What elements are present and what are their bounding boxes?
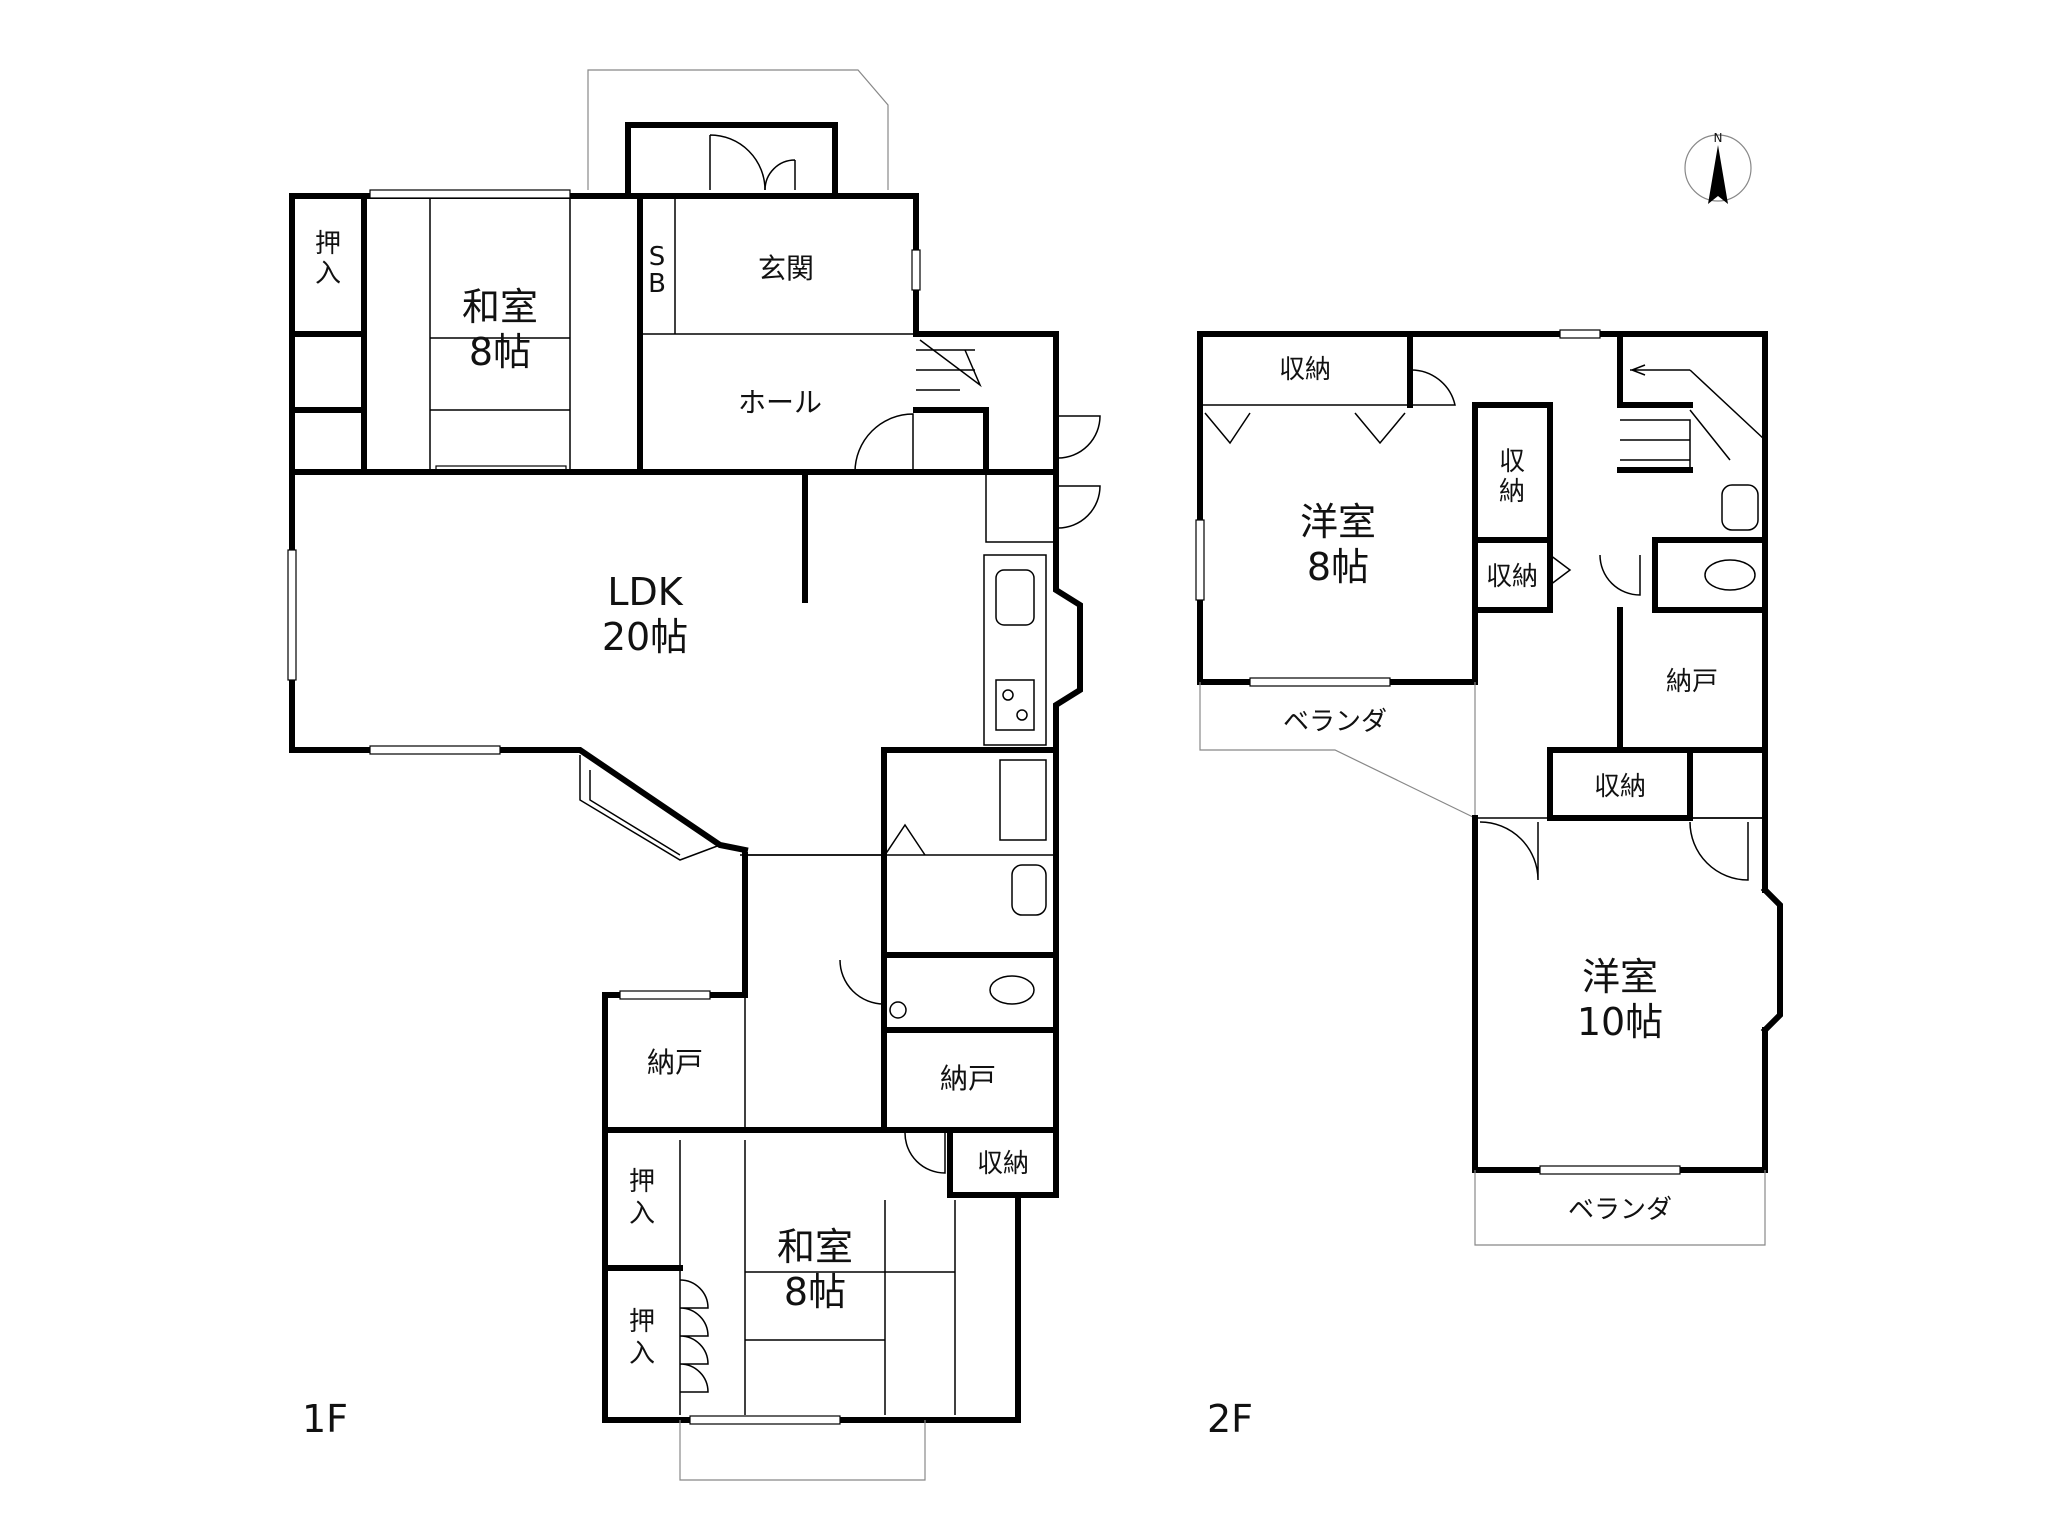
washitsu-n-size: 8帖 [469,330,531,374]
oshiire-s2-2: 入 [629,1339,655,1369]
veranda-s-label: ベランダ [1568,1195,1672,1225]
shuno-s-label: 収納 [977,1149,1029,1179]
washitsu-s-name: 和室 [777,1225,853,1269]
veranda-w-label: ベランダ [1283,707,1387,737]
oshiire-n-1: 押 [315,229,341,259]
shuno-v-2: 納 [1499,477,1525,507]
shuno-v-1: 収 [1499,447,1525,477]
oshiire-s1-2: 入 [629,1199,655,1229]
shuno-mid-label: 収納 [1594,772,1646,802]
nando-e-label: 納戸 [940,1062,996,1095]
ldk-name: LDK [607,570,683,614]
shuno-top-label: 収納 [1279,355,1331,385]
washitsu-s-size: 8帖 [784,1270,846,1314]
floor-2f [1195,329,1783,1246]
compass-label: N [1714,131,1723,145]
washitsu-n-name: 和室 [462,285,538,329]
hall-label: ホール [738,386,822,419]
oshiire-n-2: 入 [315,259,341,289]
compass-ring [1684,134,1752,202]
sb-label-s: S [649,242,666,272]
north-arrow-icon [1708,145,1728,204]
shuno-small-label: 収納 [1486,562,1538,592]
ldk-size: 20帖 [602,615,688,659]
youshitsu-8-size: 8帖 [1307,545,1369,589]
youshitsu-8-name: 洋室 [1300,500,1376,544]
sb-label-b: B [648,269,666,299]
genkan-label: 玄関 [758,252,814,285]
floor-1f-label: 1F [302,1397,348,1441]
floor-2f-label: 2F [1207,1397,1253,1441]
oshiire-s2-1: 押 [629,1307,655,1337]
nando-w-label: 納戸 [647,1046,703,1079]
nando-2f-label: 納戸 [1666,667,1718,697]
compass: N [1684,131,1752,204]
oshiire-s1-1: 押 [629,1167,655,1197]
floor-1f [287,69,1101,1481]
youshitsu-10-name: 洋室 [1582,955,1658,999]
youshitsu-10-size: 10帖 [1577,1000,1663,1044]
